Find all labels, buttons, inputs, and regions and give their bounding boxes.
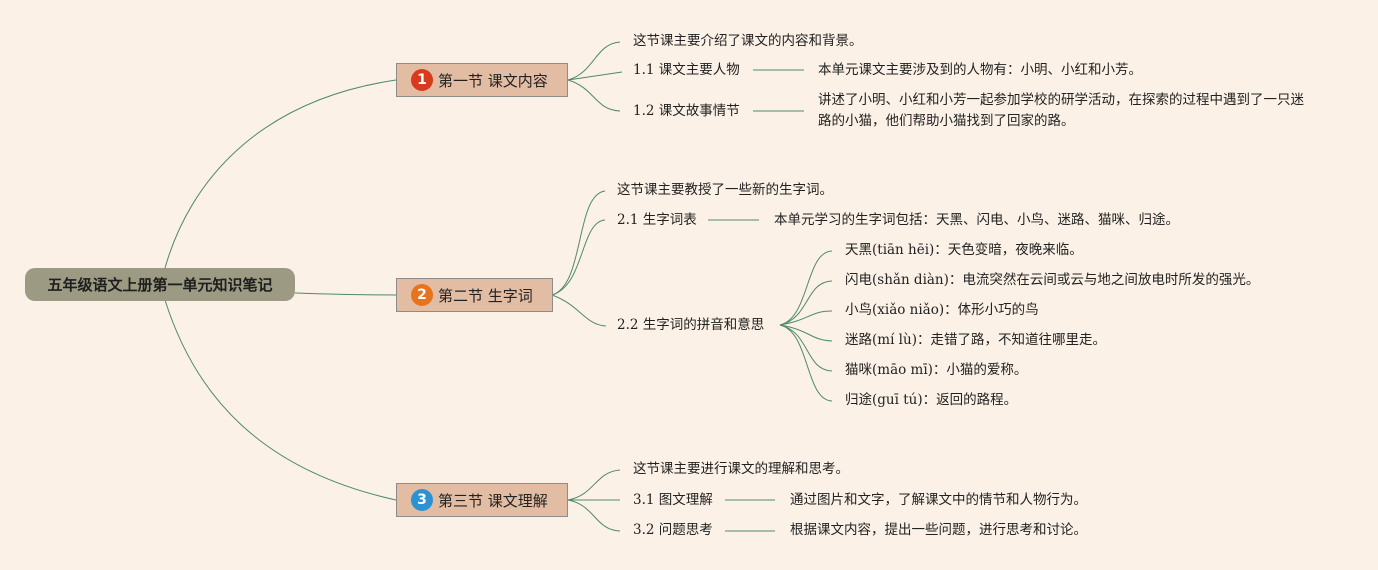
section-1-intro[interactable]: 这节课主要介绍了课文的内容和背景。	[633, 33, 863, 49]
sub-2-1-text[interactable]: 本单元学习的生字词包括：天黑、闪电、小鸟、迷路、猫咪、归途。	[774, 212, 1179, 228]
badge-1-icon: 1	[411, 69, 433, 91]
vocab-item[interactable]: 小鸟(xiǎo niǎo)：体形小巧的鸟	[845, 302, 1039, 318]
section-3-node[interactable]: 3 第三节 课文理解	[396, 483, 568, 517]
sub-2-2-label[interactable]: 2.2 生字词的拼音和意思	[617, 317, 765, 333]
vocab-item[interactable]: 归途(guī tú)：返回的路程。	[845, 392, 1018, 408]
sub-2-1-label[interactable]: 2.1 生字词表	[617, 212, 697, 228]
section-3-intro[interactable]: 这节课主要进行课文的理解和思考。	[633, 461, 849, 477]
vocab-item[interactable]: 迷路(mí lù)：走错了路，不知道往哪里走。	[845, 332, 1106, 348]
section-2-intro[interactable]: 这节课主要教授了一些新的生字词。	[617, 182, 833, 198]
badge-3-icon: 3	[411, 489, 433, 511]
section-1-node[interactable]: 1 第一节 课文内容	[396, 63, 568, 97]
root-topic[interactable]: 五年级语文上册第一单元知识笔记	[25, 268, 295, 301]
sub-1-1-label[interactable]: 1.1 课文主要人物	[633, 62, 740, 78]
badge-2-icon: 2	[411, 284, 433, 306]
sub-3-1-text[interactable]: 通过图片和文字，了解课文中的情节和人物行为。	[790, 492, 1087, 508]
section-2-title: 第二节 生字词	[438, 286, 533, 305]
sub-3-2-label[interactable]: 3.2 问题思考	[633, 522, 713, 538]
sub-1-1-text[interactable]: 本单元课文主要涉及到的人物有：小明、小红和小芳。	[818, 62, 1142, 78]
sub-1-2-text[interactable]: 讲述了小明、小红和小芳一起参加学校的研学活动，在探索的过程中遇到了一只迷路的小猫…	[818, 92, 1304, 129]
sub-3-1-label[interactable]: 3.1 图文理解	[633, 492, 713, 508]
section-1-title: 第一节 课文内容	[438, 71, 548, 90]
section-2-node[interactable]: 2 第二节 生字词	[396, 278, 553, 312]
sub-3-2-text[interactable]: 根据课文内容，提出一些问题，进行思考和讨论。	[790, 522, 1087, 538]
vocab-item[interactable]: 天黑(tiān hēi)：天色变暗，夜晚来临。	[845, 242, 1083, 258]
section-3-title: 第三节 课文理解	[438, 491, 548, 510]
vocab-item[interactable]: 闪电(shǎn diàn)：电流突然在云间或云与地之间放电时所发的强光。	[845, 272, 1260, 288]
sub-1-2-label[interactable]: 1.2 课文故事情节	[633, 103, 740, 119]
vocab-item[interactable]: 猫咪(māo mī)：小猫的爱称。	[845, 362, 1028, 378]
